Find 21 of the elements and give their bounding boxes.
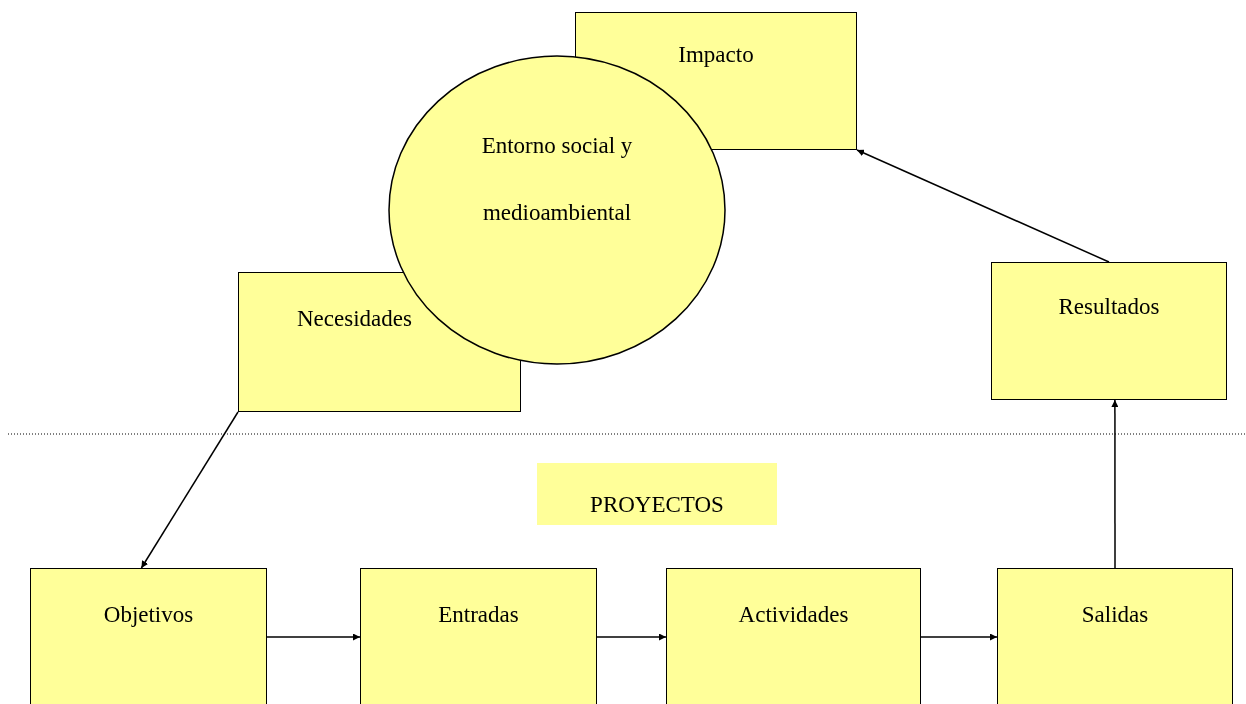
- arrow: [1111, 399, 1119, 569]
- process-box: [991, 262, 1227, 400]
- arrow: [596, 633, 667, 641]
- process-box: [997, 568, 1233, 704]
- node-label: Impacto: [678, 41, 754, 69]
- arrow: [140, 411, 239, 569]
- node-label: Resultados: [1058, 293, 1160, 321]
- arrow: [266, 633, 361, 641]
- title-band: [537, 463, 777, 525]
- node-label: PROYECTOS: [590, 491, 724, 519]
- arrow: [920, 633, 998, 641]
- node-label: Objetivos: [103, 601, 194, 629]
- process-box: [360, 568, 597, 704]
- node-label: Entorno social y medioambiental: [480, 132, 634, 227]
- node-label: Entradas: [438, 601, 519, 629]
- process-box: [666, 568, 921, 704]
- process-box: [30, 568, 267, 704]
- arrow: [856, 149, 1110, 263]
- node-label: Salidas: [1081, 601, 1149, 629]
- node-label: Necesidades: [297, 305, 412, 333]
- node-label: Actividades: [738, 601, 849, 629]
